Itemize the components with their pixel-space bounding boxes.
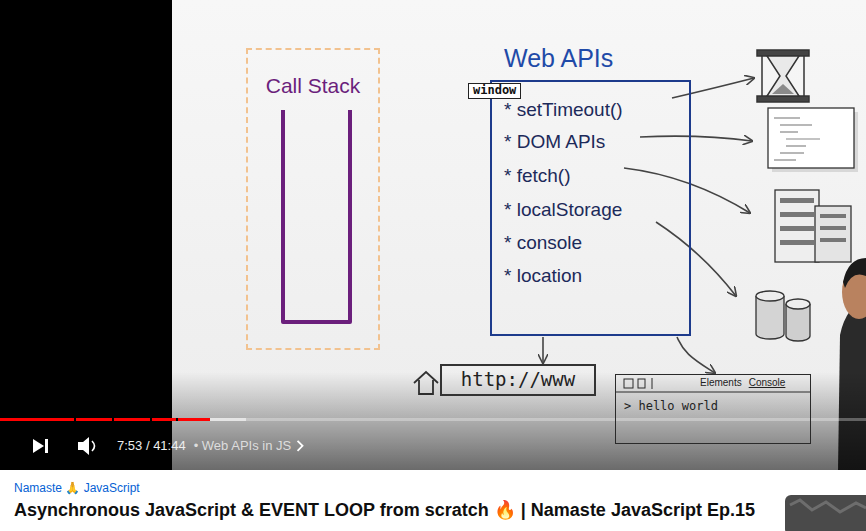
server-icon — [815, 206, 851, 262]
server-icon — [780, 198, 814, 203]
url-box: http://www — [440, 364, 596, 396]
database-icon — [756, 291, 810, 341]
html-document-icon — [780, 152, 804, 153]
call-stack-box: Call Stack — [246, 48, 380, 350]
leader-arrow — [656, 222, 736, 296]
server-icon — [780, 212, 814, 217]
devtools-toolbar — [616, 391, 810, 392]
inspect-icon — [624, 379, 633, 388]
server-icon — [780, 198, 846, 245]
server-icon — [775, 190, 819, 262]
progress-bar — [74, 418, 76, 421]
html-document-icon — [780, 124, 812, 125]
server-icon — [780, 240, 814, 245]
html-document-icon — [786, 138, 820, 139]
html-document-icon — [774, 159, 796, 160]
player-controls — [45, 439, 48, 453]
progress-bar — [176, 418, 178, 421]
hourglass-icon — [803, 56, 805, 96]
window-label: window — [473, 84, 516, 98]
player-controls — [92, 441, 95, 451]
stack-column — [283, 110, 350, 322]
console-panel: Elements Console > hello world — [615, 374, 811, 444]
progress-bar — [150, 418, 152, 421]
server-icon — [820, 238, 846, 242]
html-document-icon — [768, 108, 858, 172]
leader-arrow — [640, 136, 752, 141]
thumbnail — [785, 495, 866, 531]
server-icon — [775, 190, 851, 262]
html-document-icon — [768, 108, 854, 168]
progress-bar — [0, 418, 866, 421]
web-apis-heading: Web APIs — [504, 44, 613, 73]
html-document-icon — [774, 117, 800, 118]
channel-name: Namaste 🙏 JavaScript — [14, 481, 140, 495]
player-controls — [33, 437, 303, 455]
connector-arrow — [677, 337, 715, 373]
hourglass-icon — [761, 56, 763, 96]
console-output: > hello world — [624, 400, 718, 414]
web-api-item: * DOM APIs — [504, 131, 605, 153]
url-text: http://www — [461, 369, 575, 391]
window-tag: window — [468, 83, 521, 99]
player-shade — [0, 372, 866, 470]
thumbnail — [790, 500, 866, 512]
progress-bar — [112, 418, 114, 421]
player-controls — [33, 439, 44, 453]
call-stack-heading: Call Stack — [266, 74, 361, 98]
player-shade — [0, 372, 866, 470]
device-icon — [638, 379, 645, 388]
page-ground — [0, 0, 866, 470]
hourglass-icon — [767, 56, 799, 96]
web-api-item: * localStorage — [504, 199, 622, 221]
hourglass-icon — [757, 96, 809, 102]
html-document-icon — [786, 145, 806, 146]
player-controls — [78, 437, 89, 455]
hourglass-icon — [757, 50, 809, 56]
database-icon — [756, 291, 784, 301]
progress-bar — [0, 418, 210, 421]
presenter — [843, 258, 866, 288]
toolbar-separator — [652, 378, 653, 389]
database-icon — [756, 296, 784, 339]
hourglass-icon — [757, 50, 809, 102]
server-icon — [780, 226, 814, 231]
server-icon — [820, 214, 846, 218]
devtools-tab: Elements — [700, 377, 742, 389]
hourglass-icon — [772, 84, 794, 94]
web-apis-box: Web APIs* setTimeout()* DOM APIs* fetch(… — [490, 80, 691, 336]
connector-arrow — [542, 337, 544, 363]
chapter-title: • Web APIs in JS — [194, 438, 292, 454]
video-time: 7:53 / 41:44 — [117, 438, 186, 454]
server-icon — [820, 226, 846, 230]
web-api-item: * fetch() — [504, 165, 571, 187]
stack-column — [283, 110, 350, 322]
player-controls — [298, 441, 303, 451]
leader-arrow — [624, 78, 754, 296]
devtools-tab-active: Console — [749, 377, 786, 389]
html-document-icon — [780, 131, 798, 132]
leader-arrow — [624, 168, 750, 213]
database-icon — [786, 299, 810, 309]
html-document-icon — [774, 118, 820, 160]
progress-bar — [0, 418, 866, 421]
thumbnail — [785, 495, 866, 531]
web-api-item: * console — [504, 232, 582, 254]
video-title: Asynchronous JavaScript & EVENT LOOP fro… — [14, 500, 755, 522]
progress-bar — [210, 418, 246, 421]
web-api-item: * setTimeout() — [504, 99, 623, 121]
web-api-item: * location — [504, 265, 582, 287]
